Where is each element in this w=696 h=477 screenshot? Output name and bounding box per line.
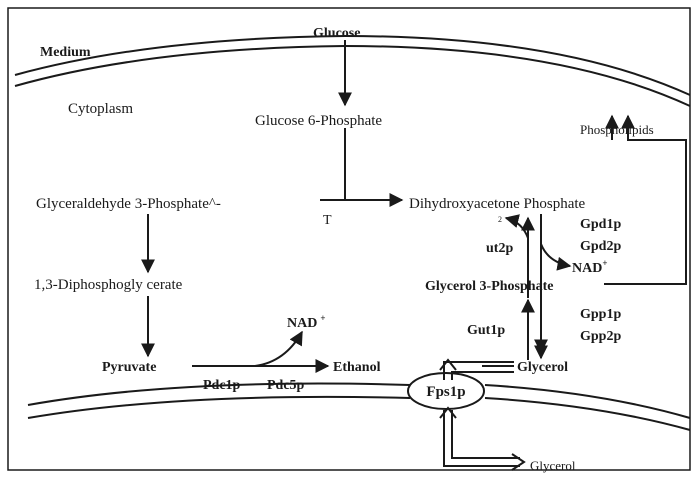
arrow-to-nad-right — [540, 243, 572, 271]
arrowhead-import — [439, 406, 457, 419]
arrow-to-nad-left — [254, 330, 303, 367]
phospholipids-label: Phospholipids — [580, 122, 654, 137]
t-mark-label: T — [323, 213, 332, 228]
outer-frame — [7, 7, 691, 471]
gut1p-label: Gut1p — [467, 323, 505, 338]
ut2p-label: ut2p — [486, 241, 513, 256]
pyruvate-label: Pyruvate — [102, 360, 156, 375]
line-import-outer — [443, 410, 520, 467]
bottom-membrane-outer-right — [484, 384, 691, 419]
bottom-membrane-outer-left — [27, 382, 411, 406]
line-import-inner — [451, 410, 520, 459]
pdc1p-label: Pdc1p — [203, 378, 241, 393]
bottom-membrane-inner-left — [27, 395, 411, 419]
glucose-top-label: Glucose — [313, 26, 360, 41]
gpp2p-label: Gpp2p — [580, 329, 621, 344]
diphosphoglycerate-label: 1,3-Diphosphogly cerate — [34, 277, 183, 293]
dhap-label: Dihydroxyacetone Phosphate — [409, 196, 586, 212]
superscript-2-label: 2 — [498, 215, 502, 224]
glycerol-cytoplasm-label: Glycerol — [517, 360, 568, 375]
glycerol-3p-label: Glycerol 3-Phosphate — [425, 279, 553, 294]
pdc5p-label: Pdc5p — [267, 378, 305, 393]
gpp1p-label: Gpp1p — [580, 307, 621, 322]
medium-label: Medium — [40, 45, 91, 60]
line-export-outer — [443, 361, 514, 380]
glucose-6p-label: Glucose 6-Phosphate — [255, 113, 382, 129]
top-membrane-inner — [14, 44, 691, 107]
arrow-to-superscript-2 — [504, 214, 529, 239]
line-export-inner — [451, 371, 514, 380]
arrowhead-export — [439, 358, 457, 371]
cytoplasm-label: Cytoplasm — [68, 101, 133, 117]
nad-left-label: NAD+ — [287, 313, 325, 331]
gpd2p-label: Gpd2p — [580, 239, 621, 254]
ethanol-label: Ethanol — [333, 360, 381, 375]
arrow-to-phospholipids — [604, 114, 687, 285]
arrowhead-to-medium-glycerol — [511, 453, 526, 471]
gpd1p-label: Gpd1p — [580, 217, 621, 232]
glyceraldehyde-3p-label: Glyceraldehyde 3-Phosphate^- — [36, 196, 221, 212]
fps1p-label: Fps1p — [426, 384, 465, 400]
nad-right-label: NAD+ — [572, 258, 607, 276]
bottom-membrane-inner-right — [484, 397, 691, 431]
glycerol-medium-label: Glycerol — [530, 458, 576, 473]
top-membrane-outer — [14, 34, 691, 96]
